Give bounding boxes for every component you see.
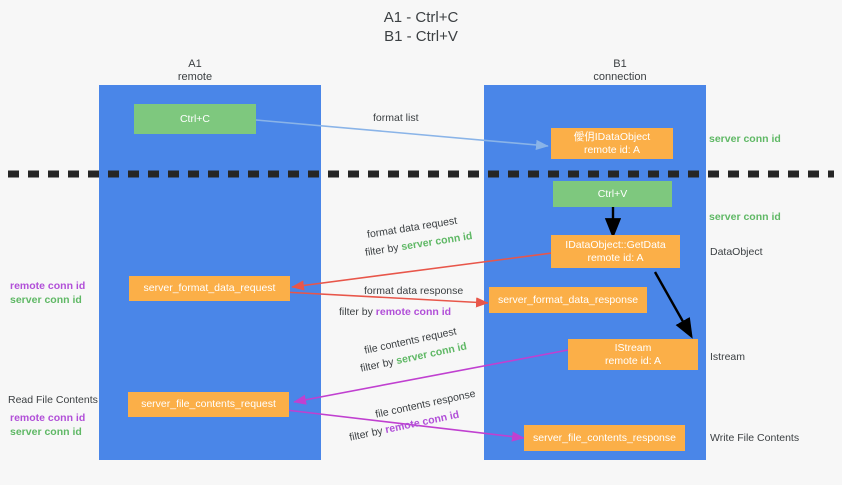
node-server-file-contents-response[interactable]: server_file_contents_response xyxy=(524,425,685,451)
node-server-format-data-request[interactable]: server_format_data_request xyxy=(129,276,290,301)
annotation-server-conn-id-mid: server conn id xyxy=(709,211,781,223)
annotation-istream: Istream xyxy=(710,351,746,363)
node-server-format-data-response[interactable]: server_format_data_response xyxy=(489,287,647,313)
annotation-read-file-contents: Read File Contents xyxy=(8,394,98,406)
annotation-server-conn-id-1: server conn id xyxy=(10,294,82,306)
node-istream[interactable]: IStream remote id: A xyxy=(568,339,698,370)
filter-prefix: filter by xyxy=(359,355,398,375)
filter-prefix: filter by xyxy=(339,306,376,318)
column-header-right: B1 connection xyxy=(545,58,695,84)
column-left-role: remote xyxy=(177,71,213,83)
column-right-name: B1 xyxy=(613,58,627,70)
filter-prefix: filter by xyxy=(348,424,387,444)
annotation-dataobject: DataObject xyxy=(710,246,763,258)
node-ctrl-v[interactable]: Ctrl+V xyxy=(553,181,672,207)
diagram-title: A1 - Ctrl+C B1 - Ctrl+V xyxy=(383,9,459,45)
column-header-left: A1 remote xyxy=(120,58,270,84)
column-left-name: A1 xyxy=(188,58,202,70)
annotation-server-conn-id-top: server conn id xyxy=(709,133,781,145)
node-server-file-contents-request[interactable]: server_file_contents_request xyxy=(128,392,289,417)
annotation-write-file-contents: Write File Contents xyxy=(710,432,800,444)
edge-label-format-list: format list xyxy=(373,112,419,124)
node-idataobject-getdata[interactable]: IDataObject::GetData remote id: A xyxy=(551,235,680,268)
edge-label-format-data-response-filter: filter by remote conn id xyxy=(339,305,451,319)
edge-label-format-data-response: format data response xyxy=(364,285,464,297)
node-ctrl-c[interactable]: Ctrl+C xyxy=(134,104,256,134)
annotation-server-conn-id-2: server conn id xyxy=(10,426,82,438)
annotation-remote-conn-id-2: remote conn id xyxy=(10,412,86,424)
annotation-remote-conn-id-1: remote conn id xyxy=(10,280,86,292)
column-right-role: connection xyxy=(593,71,647,83)
node-idataobject[interactable]: 僾仴IDataObject remote id: A xyxy=(551,128,673,159)
filter-key-remote-conn-id: remote conn id xyxy=(375,306,452,318)
filter-prefix: filter by xyxy=(364,241,403,259)
